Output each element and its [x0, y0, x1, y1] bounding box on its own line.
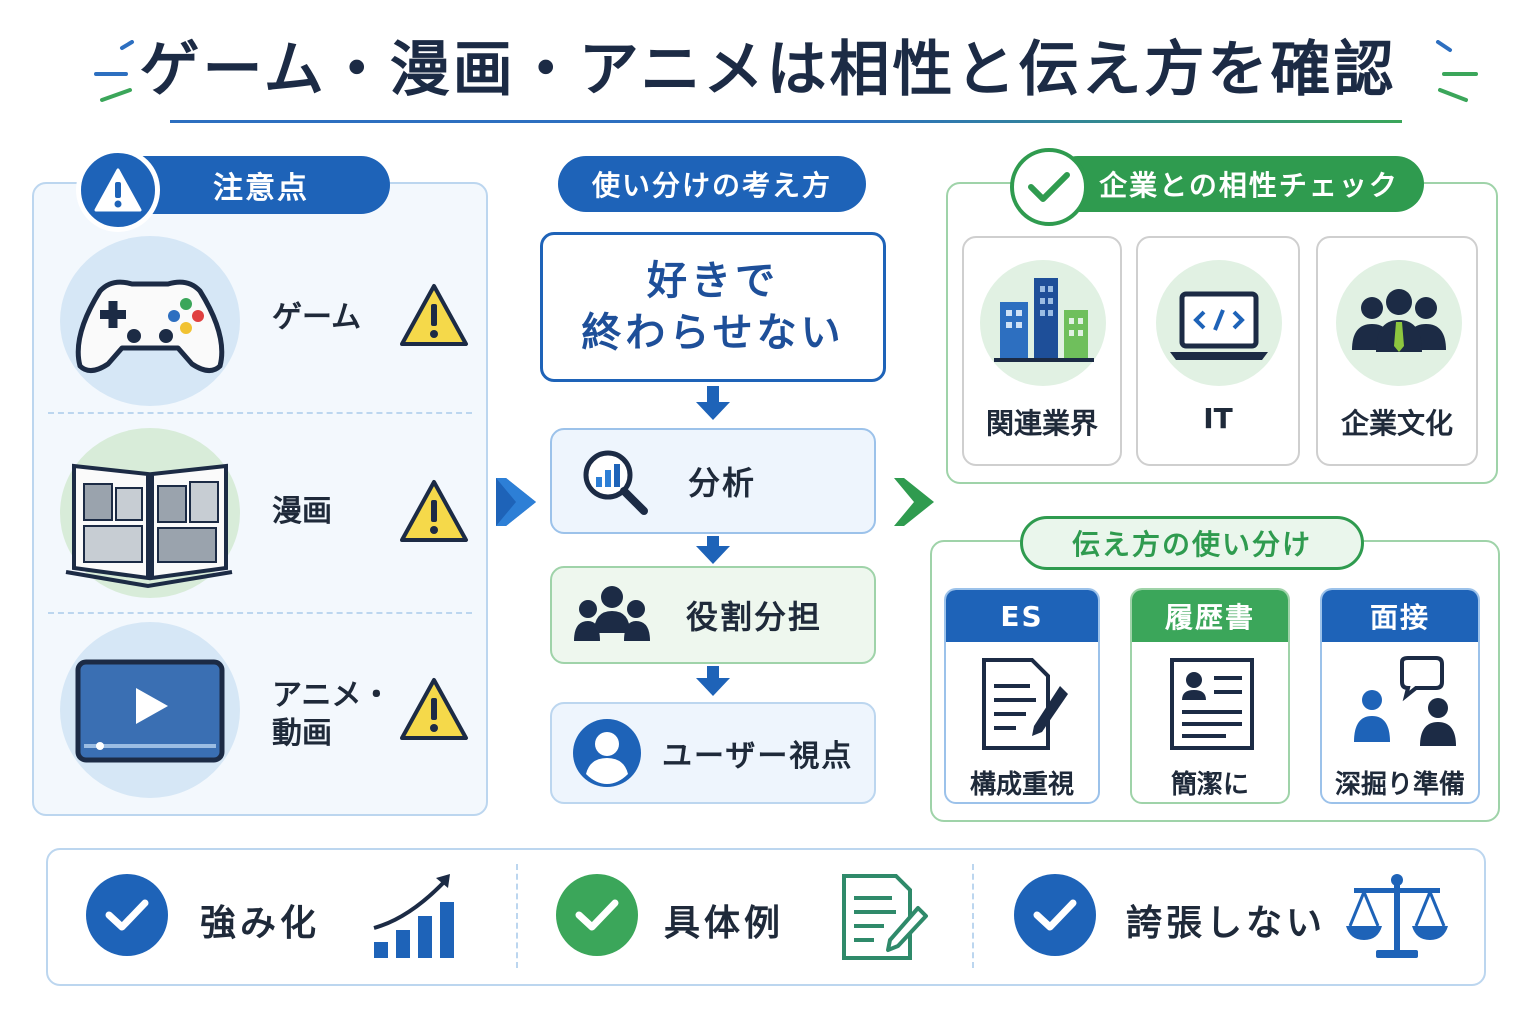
arrow-down-icon: [696, 666, 730, 698]
caution-item-manga: 漫画: [272, 494, 332, 529]
manga-book-icon: [60, 428, 240, 598]
warning-badge-icon: [76, 148, 160, 232]
delivery-header: 伝え方の使い分け: [1020, 516, 1364, 570]
delivery-card-es: ES 構成重視: [944, 588, 1100, 804]
divider: [48, 412, 472, 414]
check-circle-icon: [86, 874, 168, 956]
sparkle-left-icon: [92, 40, 142, 110]
key-point-strength: 強み化: [200, 903, 321, 944]
arrow-right-icon: [892, 470, 936, 534]
warning-icon: [398, 282, 470, 348]
arrow-right-icon: [494, 470, 538, 534]
company-card-culture: 企業文化: [1316, 236, 1478, 466]
key-points-bar: [46, 848, 1486, 986]
page-title: ゲーム・漫画・アニメは相性と伝え方を確認: [139, 35, 1397, 105]
edit-document-icon: [838, 872, 930, 962]
delivery-card-interview-label: 深掘り準備: [1334, 770, 1465, 800]
company-card-industry: 関連業界: [962, 236, 1122, 466]
delivery-card-resume-title: 履歴書: [1132, 590, 1288, 642]
company-card-it-label: IT: [1203, 402, 1233, 435]
delivery-card-interview-title: 面接: [1322, 590, 1478, 642]
user-icon: [570, 716, 644, 790]
arrow-down-icon: [696, 386, 730, 422]
check-circle-icon: [556, 874, 638, 956]
approach-header: 使い分けの考え方: [558, 156, 866, 212]
check-icon: [1010, 148, 1088, 226]
divider: [516, 864, 518, 968]
check-circle-icon: [1014, 874, 1096, 956]
video-player-icon: [60, 622, 240, 798]
delivery-card-resume: 履歴書 簡潔に: [1130, 588, 1290, 804]
step-analysis-label: 分析: [688, 464, 757, 502]
sparkle-right-icon: [1430, 40, 1480, 110]
document-pen-icon: [976, 656, 1072, 752]
buildings-icon: [980, 260, 1106, 386]
warning-icon: [398, 676, 470, 742]
delivery-card-es-label: 構成重視: [969, 770, 1074, 800]
company-card-it: IT: [1136, 236, 1300, 466]
growth-chart-icon: [370, 870, 466, 960]
delivery-card-interview: 面接 深掘り準備: [1320, 588, 1480, 804]
interview-icon: [1344, 656, 1460, 752]
delivery-card-resume-label: 簡潔に: [1170, 770, 1249, 800]
step-roles-label: 役割分担: [686, 598, 823, 636]
company-fit-header: 企業との相性チェック: [1050, 156, 1424, 212]
divider: [48, 612, 472, 614]
step-user-view: ユーザー視点: [550, 702, 876, 804]
resume-icon: [1166, 656, 1258, 752]
magnifier-chart-icon: [578, 445, 650, 517]
main-message-box: 好きで 終わらせない: [540, 232, 886, 382]
step-user-view-label: ユーザー視点: [662, 739, 854, 774]
key-point-no-exaggeration: 誇張しない: [1126, 903, 1327, 944]
caution-item-anime-line1: アニメ・: [272, 678, 392, 713]
step-analysis: 分析: [550, 428, 876, 534]
title-underline: [170, 120, 1402, 123]
team-icon: [572, 583, 652, 647]
people-group-icon: [1336, 260, 1462, 386]
divider: [972, 864, 974, 968]
step-roles: 役割分担: [550, 566, 876, 664]
caution-item-game: ゲーム: [272, 300, 362, 335]
arrow-down-icon: [696, 536, 730, 566]
main-message-line2: 終わらせない: [581, 310, 845, 356]
key-point-example: 具体例: [664, 903, 785, 944]
caution-item-anime-line2: 動画: [272, 716, 332, 751]
game-controller-icon: [60, 236, 240, 406]
main-message-line1: 好きで: [647, 258, 779, 304]
company-card-industry-label: 関連業界: [985, 407, 1098, 440]
company-card-culture-label: 企業文化: [1340, 407, 1453, 440]
delivery-card-es-title: ES: [946, 590, 1098, 642]
scale-icon: [1342, 870, 1452, 964]
warning-icon: [398, 478, 470, 544]
laptop-code-icon: [1156, 260, 1282, 386]
